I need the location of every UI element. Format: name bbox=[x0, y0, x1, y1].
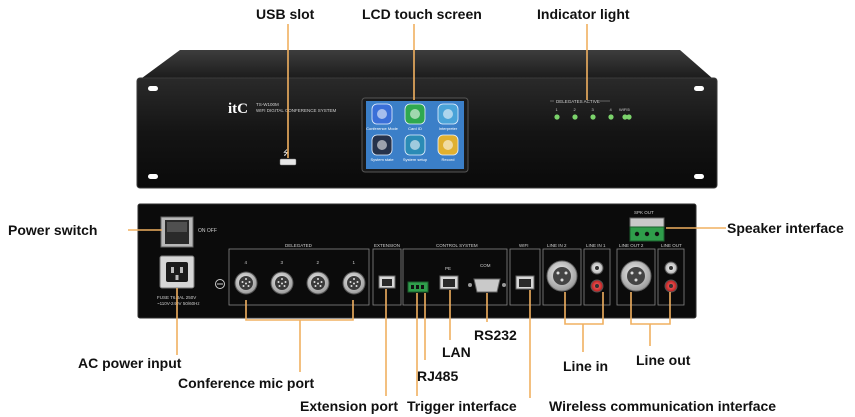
line-out-1-label: LINE OUT bbox=[661, 243, 682, 248]
interpreter-icon[interactable]: Interpreter bbox=[437, 103, 459, 131]
id-card-icon[interactable]: Card ID bbox=[404, 103, 426, 131]
rack-hole bbox=[148, 86, 158, 91]
rs232-label: RS232 bbox=[474, 327, 517, 343]
wifi-section-frame bbox=[509, 248, 541, 306]
indicator-led bbox=[626, 114, 632, 120]
lcd-icon-label: System state bbox=[370, 157, 394, 162]
ground-terminal bbox=[215, 279, 225, 289]
wifi-indicator-led bbox=[622, 114, 628, 120]
rear-panel: ON OFF FUSE T6.3AL 250V ~110V-240V 50/60… bbox=[137, 203, 697, 319]
com-label: COM bbox=[480, 263, 491, 268]
led-number: 1 bbox=[556, 107, 559, 112]
lcd-icon-grid: Conference Mode Card ID InterpreterSystem … bbox=[366, 103, 459, 162]
lan-label: LAN bbox=[442, 344, 471, 360]
system-setup-icon[interactable]: System setup bbox=[403, 134, 428, 162]
spk-out-label: SPK OUT bbox=[634, 210, 654, 215]
led-number: 5 bbox=[628, 107, 631, 112]
led-number: 3 bbox=[592, 107, 595, 112]
led-number: 4 bbox=[610, 107, 613, 112]
line-in-2-label: LINE IN 2 bbox=[547, 243, 567, 248]
wireless-communication-interface-label: Wireless communication interface bbox=[549, 398, 776, 414]
mic-port-number: 4 bbox=[245, 260, 248, 265]
wifi-label: WIFI bbox=[519, 243, 529, 248]
delegated-section-frame bbox=[228, 248, 370, 306]
voltage-label: ~110V-240V 50/60Hz bbox=[157, 301, 200, 306]
brand-logo: itC bbox=[228, 101, 248, 117]
lcd-touch-screen-label: LCD touch screen bbox=[362, 6, 482, 22]
conference-mic-ports: 4 3 2 1 bbox=[234, 260, 366, 295]
pe-label: PE bbox=[445, 266, 451, 271]
usb-icon: ⭍ bbox=[283, 149, 289, 157]
system-state-icon[interactable]: System state bbox=[370, 134, 394, 162]
rack-hole bbox=[694, 174, 704, 179]
usb-slot-label: USB slot bbox=[256, 6, 315, 22]
front-panel: itC TS-W100M WIFI DIGITAL CONFERENCE SYS… bbox=[136, 50, 718, 189]
rs232-port bbox=[473, 278, 501, 293]
line-out-label: Line out bbox=[636, 352, 691, 368]
front-panel-top bbox=[142, 50, 712, 78]
callout-labels: USB slot LCD touch screen Indicator ligh… bbox=[8, 6, 844, 414]
line-in-1-frame bbox=[583, 248, 611, 306]
usb-slot bbox=[279, 158, 297, 166]
callout-lines bbox=[128, 24, 726, 398]
lcd-icon-label: Conference Mode bbox=[366, 126, 399, 131]
line-in-2-frame bbox=[542, 248, 582, 306]
control-system-label: CONTROL SYSTEM bbox=[436, 243, 478, 248]
trigger-interface-label: Trigger interface bbox=[407, 398, 517, 414]
line-out-1-frame bbox=[657, 248, 685, 306]
lcd-icon-label: Record bbox=[442, 157, 455, 162]
extension-label: EXTENSION bbox=[374, 243, 400, 248]
speaker-interface-label: Speaker interface bbox=[727, 220, 844, 236]
lcd-icon-label: System setup bbox=[403, 157, 428, 162]
mic-port-number: 3 bbox=[281, 260, 284, 265]
mic-port-number: 2 bbox=[317, 260, 320, 265]
extension-port-label: Extension port bbox=[300, 398, 398, 414]
line-in-callout-bracket bbox=[564, 292, 604, 325]
indicator-light-label: Indicator light bbox=[537, 6, 630, 22]
control-system-frame bbox=[402, 248, 508, 306]
led-number: 2 bbox=[574, 107, 577, 112]
line-in-label: Line in bbox=[563, 358, 608, 374]
on-off-label: ON OFF bbox=[198, 228, 217, 234]
delegates-active-label: DELEGATES ACTIVE bbox=[556, 99, 600, 104]
indicator-led bbox=[608, 114, 614, 120]
speaker-icon[interactable]: Record bbox=[437, 134, 459, 162]
rack-hole bbox=[148, 174, 158, 179]
indicator-led bbox=[590, 114, 596, 120]
line-out-2-label: LINE OUT 2 bbox=[619, 243, 644, 248]
wifi-indicator-label: WIFI bbox=[619, 107, 627, 112]
extension-section-frame bbox=[372, 248, 402, 306]
rj485-label: RJ485 bbox=[417, 368, 458, 384]
lcd-icon-label: Interpreter bbox=[439, 126, 458, 131]
indicator-led bbox=[554, 114, 560, 120]
conference-mic-port-label: Conference mic port bbox=[178, 375, 314, 391]
indicator-led-row: 1 2 3 4 5 bbox=[554, 107, 632, 120]
people-icon[interactable]: Conference Mode bbox=[366, 103, 399, 131]
model-text: TS-W100M bbox=[256, 102, 279, 107]
lcd-icon-label: Card ID bbox=[408, 126, 422, 131]
line-in-1-label: LINE IN 1 bbox=[586, 243, 606, 248]
ac-power-input-label: AC power input bbox=[78, 355, 182, 371]
rack-hole bbox=[694, 86, 704, 91]
delegated-label: DELEGATED bbox=[285, 243, 313, 248]
power-switch-label: Power switch bbox=[8, 222, 97, 238]
mic-port-number: 1 bbox=[353, 260, 356, 265]
system-subtitle: WIFI DIGITAL CONFERENCE SYSTEM bbox=[256, 108, 337, 113]
line-out-2-frame bbox=[616, 248, 656, 306]
indicator-led bbox=[572, 114, 578, 120]
